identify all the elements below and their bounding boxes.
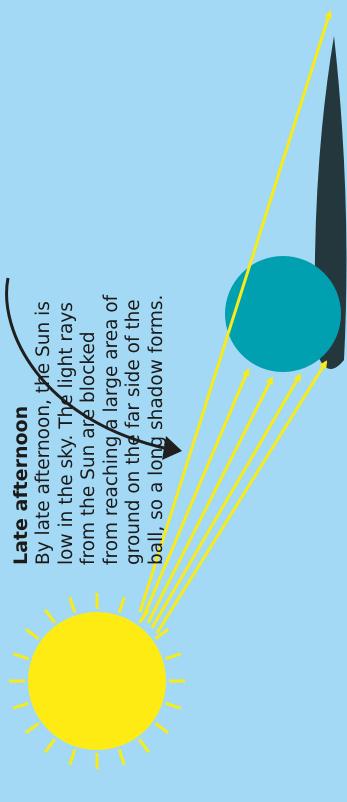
caption-body: By late afternoon, the Sun is low in the… [33, 285, 168, 565]
sun-ray-spike [139, 739, 148, 752]
ball [225, 256, 341, 372]
sun-ray-spike [119, 597, 124, 612]
sun-ray-spike [70, 749, 75, 764]
caption-title: Late afternoon [10, 285, 33, 565]
sun-ray-spike [165, 654, 180, 659]
sun-ray-spike [165, 703, 180, 708]
sun-ray-spike [70, 597, 75, 612]
sun-ray-spike [13, 654, 28, 659]
sun-ray-spike [13, 703, 28, 708]
sun-ray-spike [26, 629, 39, 638]
sun-ray-spike [45, 610, 54, 623]
sun-ray-spike [26, 723, 39, 732]
sun-ray-spike [155, 723, 168, 732]
sun-ray-spike [45, 739, 54, 752]
caption-text-block: Late afternoon By late afternoon, the Su… [10, 285, 200, 565]
sun-ray-spike [119, 749, 124, 764]
